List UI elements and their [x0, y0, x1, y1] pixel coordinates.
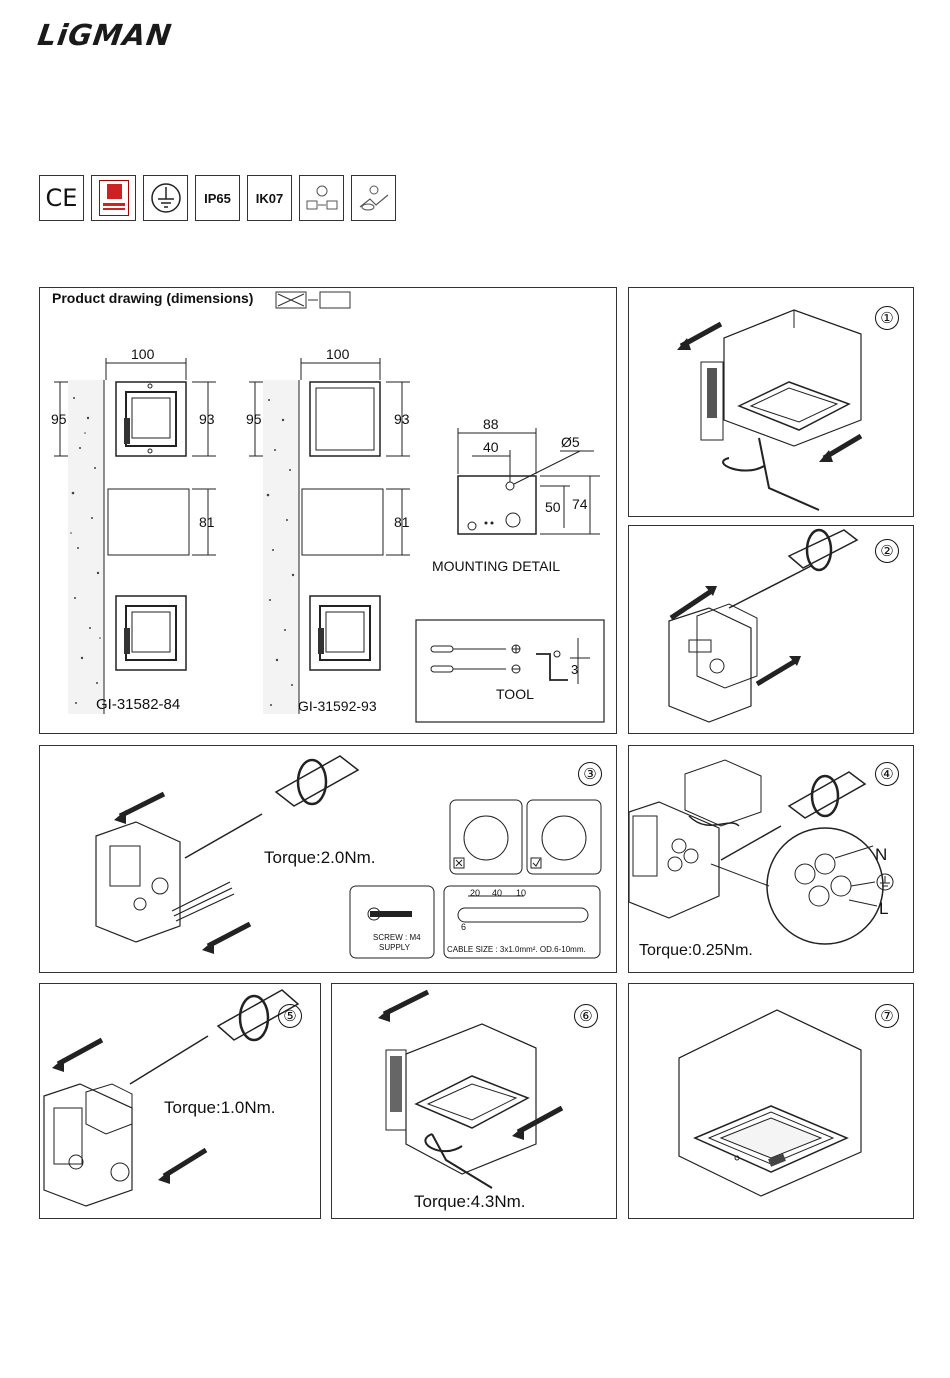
dim-wall-a: 95: [51, 411, 67, 427]
model-a-label: GI-31582-84: [96, 696, 180, 713]
strip-6: 6: [461, 922, 466, 932]
product-drawing-panel: Product drawing (dimensions): [39, 287, 617, 734]
step-4-number: ④: [875, 762, 899, 786]
tool-dim: 3: [571, 662, 578, 677]
cable-size-label: CABLE SIZE : 3x1.0mm². OD.6-10mm.: [447, 945, 586, 954]
step-1-number: ①: [875, 306, 899, 330]
step-6-torque: Torque:4.3Nm.: [414, 1192, 526, 1212]
step-4-torque: Torque:0.25Nm.: [639, 942, 753, 960]
step-7-panel: ⑦: [628, 983, 914, 1219]
step-5-panel: ⑤ Torque:1.0Nm.: [39, 983, 321, 1219]
dim-gap-b: 81: [394, 514, 410, 530]
earth-class-icon: [143, 175, 188, 221]
step-3-torque: Torque:2.0Nm.: [264, 848, 376, 868]
wire-neutral-label: N: [875, 845, 887, 865]
tool-label: TOOL: [496, 686, 534, 702]
step-7-number: ⑦: [875, 1004, 899, 1028]
step-5-number: ⑤: [278, 1004, 302, 1028]
brand-logo: LiGMAN: [36, 18, 175, 52]
step-2-number: ②: [875, 539, 899, 563]
strip-40: 40: [492, 888, 502, 898]
ip65-badge: IP65: [195, 175, 240, 221]
screw-label: SCREW : M4: [373, 933, 421, 942]
dim-mount-width: 88: [483, 416, 499, 432]
step-1-illustration: [629, 288, 915, 518]
step-3-number: ③: [578, 762, 602, 786]
wire-live-label: L: [879, 899, 888, 919]
strip-10: 10: [516, 888, 526, 898]
step-2-panel: ②: [628, 525, 914, 734]
dim-mount-h2: 50: [545, 499, 561, 515]
screw-supply-label: SUPPLY: [379, 943, 410, 952]
dim-width-a: 100: [131, 346, 154, 362]
dim-height-a: 93: [199, 411, 215, 427]
ik07-badge: IK07: [247, 175, 292, 221]
step-6-number: ⑥: [574, 1004, 598, 1028]
installation-icon: [299, 175, 344, 221]
dim-width-b: 100: [326, 346, 349, 362]
ce-mark-icon: CE: [39, 175, 84, 221]
step-7-illustration: [629, 984, 915, 1220]
step-4-illustration: [629, 746, 915, 974]
certification-row: CE IP65 IK07: [39, 175, 396, 221]
dim-mount-half: 40: [483, 439, 499, 455]
mounting-detail-label: MOUNTING DETAIL: [432, 558, 560, 574]
dim-height-b: 93: [394, 411, 410, 427]
dim-wall-b: 95: [246, 411, 262, 427]
safety-mark-icon: [91, 175, 136, 221]
step-5-torque: Torque:1.0Nm.: [164, 1098, 276, 1118]
step-6-panel: ⑥ Torque:4.3Nm.: [331, 983, 617, 1219]
dim-mount-h: 74: [572, 496, 588, 512]
step-2-illustration: [629, 526, 915, 735]
step-4-panel: ④ N L Torque:0.25Nm.: [628, 745, 914, 973]
step-3-panel: ③ Torque:2.0Nm. SCREW : M4 SUPPLY 20 40 …: [39, 745, 617, 973]
model-b-label: GI-31592-93: [298, 698, 377, 714]
replaceable-light-source-icon: [351, 175, 396, 221]
step-1-panel: ①: [628, 287, 914, 517]
dim-gap-a: 81: [199, 514, 215, 530]
strip-20: 20: [470, 888, 480, 898]
dim-hole: Ø5: [561, 434, 580, 450]
